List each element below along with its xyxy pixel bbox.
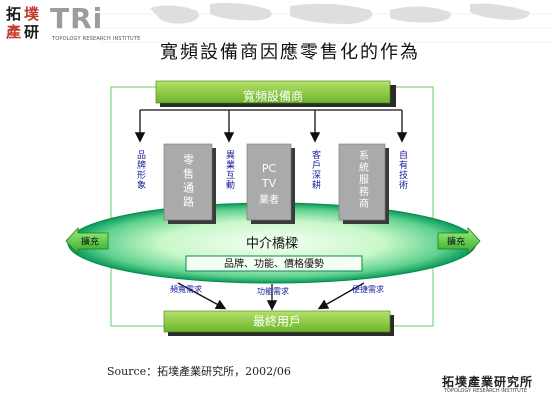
side-left-label: 擴充 bbox=[81, 236, 99, 248]
footer-logo: 拓墣產業研究所 bbox=[442, 375, 534, 389]
side-right-label: 擴充 bbox=[447, 236, 465, 248]
label-bandwidth: 頻寬需求 bbox=[170, 284, 202, 294]
top-box: 寬頻設備商 bbox=[155, 80, 396, 107]
gray-box-pctv-line2: TV bbox=[261, 177, 277, 190]
label-customer: 客戶深耕 bbox=[310, 149, 321, 190]
logo-char-4: 研 bbox=[24, 23, 40, 41]
arrow-bandwidth bbox=[177, 282, 227, 310]
label-crossindustry: 異業互動 bbox=[224, 150, 235, 190]
footer-subtitle: TOPOLOGY RESEARCH INSTITUTE bbox=[444, 388, 528, 394]
page-title: 寬頻設備商因應零售化的作為 bbox=[160, 42, 420, 63]
source-note: Source：拓墣產業研究所，2002/06 bbox=[107, 365, 291, 378]
tri-subtitle: TOPOLOGY RESEARCH INSTITUTE bbox=[52, 36, 141, 42]
logo-char-2: 墣 bbox=[24, 5, 40, 23]
side-arrow-right: 擴充 bbox=[437, 226, 481, 256]
ellipse-subtitle: 品牌、功能、價格優勢 bbox=[224, 257, 324, 270]
logo-mark: 拓 墣 產 研 bbox=[6, 6, 46, 44]
ellipse-title: 中介橋樑 bbox=[246, 237, 298, 252]
gray-box-pctv-line1: PC bbox=[262, 162, 277, 175]
side-arrow-left: 擴充 bbox=[65, 226, 109, 256]
label-convenience: 便捷需求 bbox=[352, 284, 384, 294]
gray-box-pctv: PC TV 業者 bbox=[246, 143, 295, 224]
header-map-background bbox=[0, 0, 550, 58]
bottom-box: 最終用戶 bbox=[163, 310, 394, 336]
gray-box-pctv-line3: 業者 bbox=[259, 193, 279, 206]
label-brand: 品牌形象 bbox=[135, 150, 146, 190]
top-box-label: 寬頻設備商 bbox=[243, 89, 303, 104]
logo-char-1: 拓 bbox=[6, 5, 22, 23]
gray-box-retail-label: 零售通路 bbox=[182, 154, 195, 210]
tri-logo: TRi bbox=[50, 2, 104, 35]
ellipse-subtitle-box: 品牌、功能、價格優勢 bbox=[185, 255, 363, 272]
label-function: 功能需求 bbox=[257, 286, 289, 296]
logo-char-3: 產 bbox=[6, 23, 22, 41]
bottom-box-label: 最終用戶 bbox=[253, 314, 301, 329]
gray-box-system: 系統服務商 bbox=[338, 143, 389, 224]
arrow-convenience bbox=[317, 282, 365, 310]
gray-box-system-label: 系統服務商 bbox=[357, 150, 369, 210]
gray-box-retail: 零售通路 bbox=[163, 143, 216, 224]
label-tech: 自有技術 bbox=[397, 149, 408, 190]
